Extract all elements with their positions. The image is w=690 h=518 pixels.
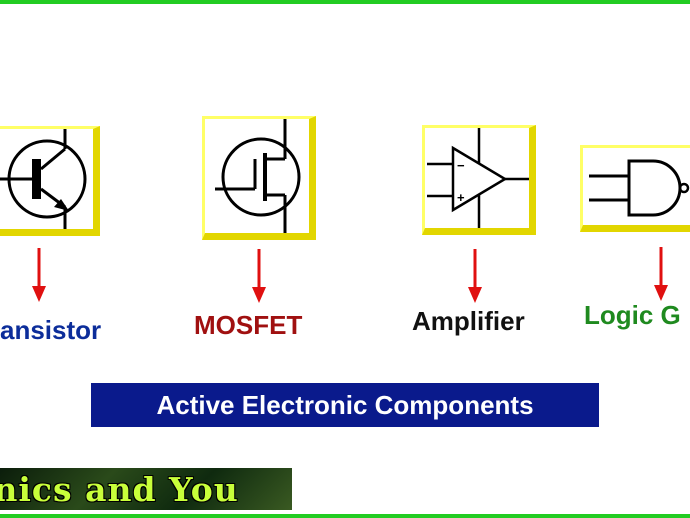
- arrow-down-icon: [32, 248, 46, 302]
- frame-top-border: [0, 0, 690, 4]
- amplifier-symbol-icon: − +: [427, 128, 529, 228]
- transistor-symbol-icon: [0, 129, 87, 229]
- mosfet-label: MOSFET: [194, 310, 303, 340]
- watermark-logo: ronics and You: [0, 468, 292, 510]
- amplifier-symbol-box: − +: [422, 125, 536, 235]
- title-banner: Active Electronic Components: [91, 383, 599, 427]
- arrow-down-icon: [654, 247, 668, 301]
- watermark-text: ronics and You: [0, 470, 239, 509]
- arrow-down-icon: [468, 249, 482, 303]
- mosfet-symbol-icon: [215, 119, 301, 233]
- amplifier-label: Amplifier: [412, 306, 525, 336]
- logic-gate-label: Logic G: [584, 300, 681, 330]
- arrow-down-icon: [252, 249, 266, 303]
- logic-gate-symbol-icon: [589, 159, 690, 217]
- transistor-label: ansistor: [0, 315, 102, 345]
- mosfet-symbol-box: [202, 116, 316, 240]
- svg-text:−: −: [457, 158, 465, 173]
- frame-bottom-border: [0, 514, 690, 518]
- transistor-symbol-box: [0, 126, 100, 236]
- logic-gate-symbol-box: [580, 145, 690, 232]
- svg-text:+: +: [457, 190, 465, 205]
